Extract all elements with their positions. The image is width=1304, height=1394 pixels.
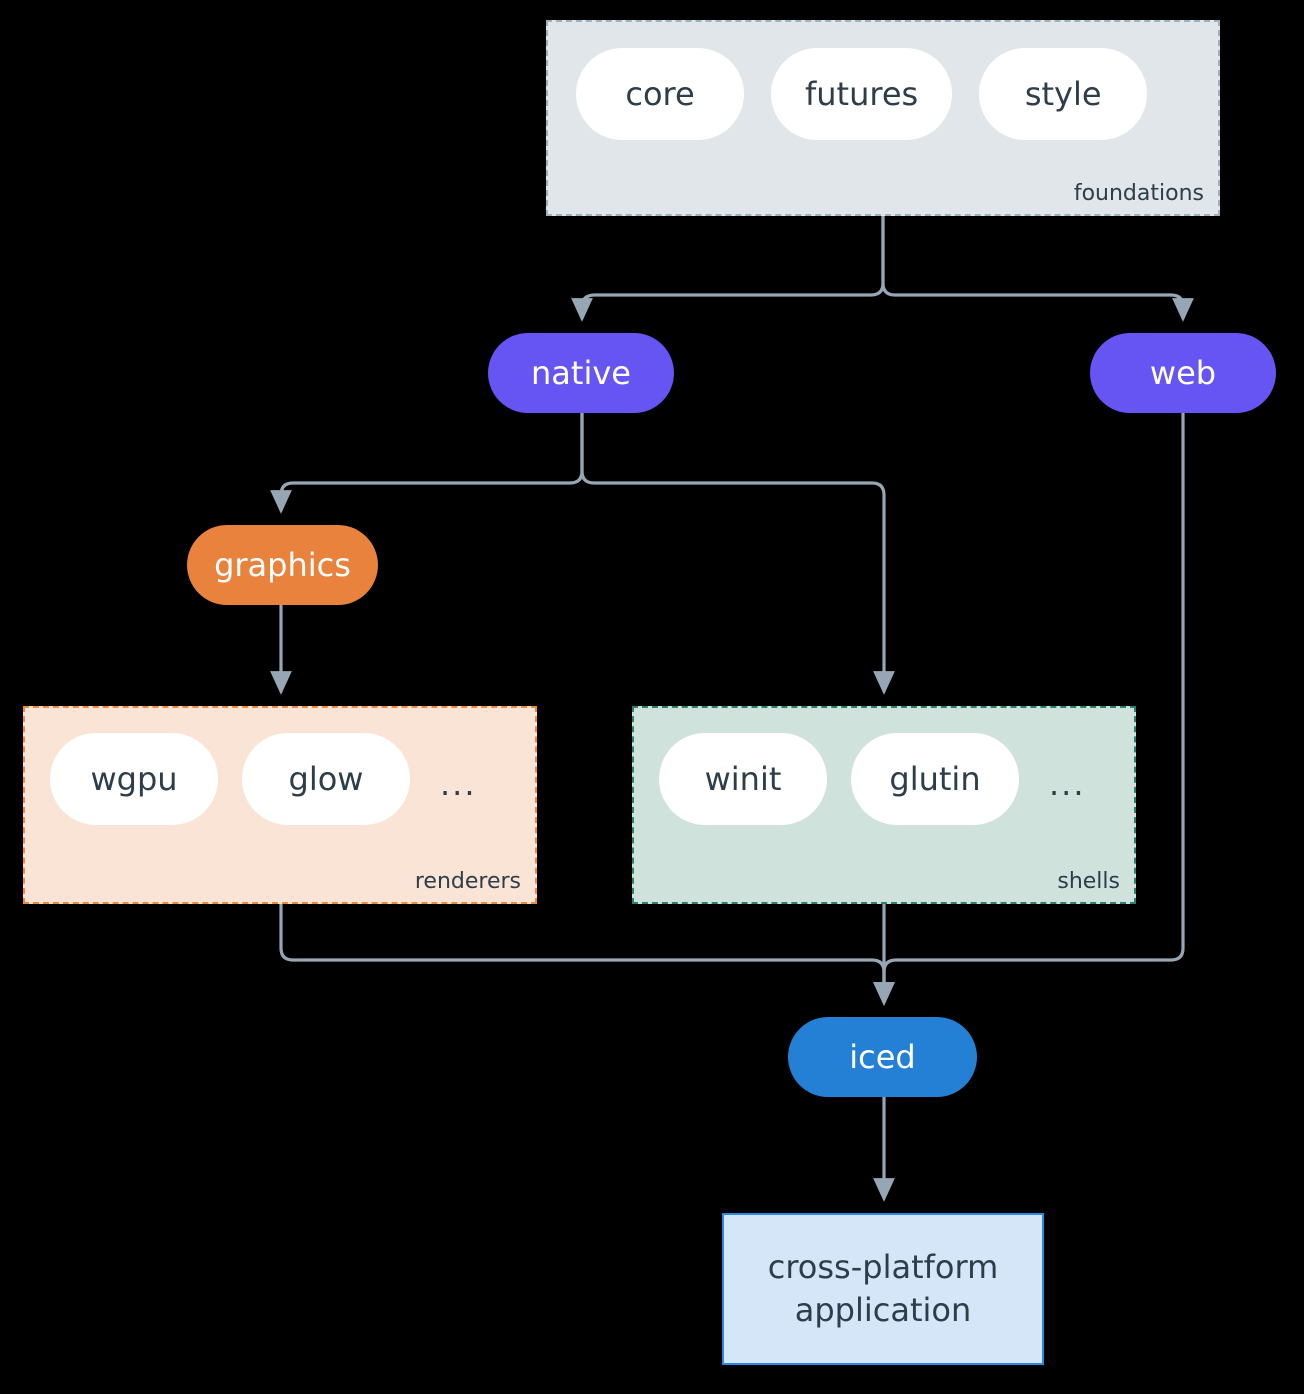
cluster-shells: winit glutin ... shells xyxy=(632,706,1136,904)
renderers-chip-row: wgpu glow ... xyxy=(50,733,483,825)
foundations-chip-row: core futures style xyxy=(576,48,1148,140)
edge-native-shells xyxy=(580,411,895,695)
node-graphics[interactable]: graphics xyxy=(187,525,378,605)
chip-core[interactable]: core xyxy=(576,48,744,140)
cluster-label-renderers: renderers xyxy=(414,869,521,894)
chip-winit[interactable]: winit xyxy=(659,733,827,825)
edge-native-graphics xyxy=(270,411,584,514)
shells-ellipsis: ... xyxy=(1049,765,1086,803)
cluster-label-foundations: foundations xyxy=(1073,181,1204,206)
cluster-renderers: wgpu glow ... renderers xyxy=(23,706,537,904)
chip-wgpu[interactable]: wgpu xyxy=(50,733,218,825)
node-iced[interactable]: iced xyxy=(788,1017,977,1097)
node-web[interactable]: web xyxy=(1090,333,1276,413)
cluster-label-shells: shells xyxy=(1057,869,1120,894)
node-native[interactable]: native xyxy=(488,333,674,413)
edge-renderers-iced xyxy=(279,902,895,1006)
chip-futures[interactable]: futures xyxy=(771,48,953,140)
application-label-line2: application xyxy=(794,1291,972,1329)
chip-glutin[interactable]: glutin xyxy=(851,733,1019,825)
chip-glow[interactable]: glow xyxy=(242,733,410,825)
renderers-ellipsis: ... xyxy=(440,765,477,803)
cluster-foundations: core futures style foundations xyxy=(546,20,1220,216)
shells-chip-row: winit glutin ... xyxy=(659,733,1092,825)
chip-style[interactable]: style xyxy=(979,48,1148,140)
edge-foundations-native xyxy=(571,214,885,322)
edge-foundations-web xyxy=(881,214,1194,322)
application-label-line1: cross-platform xyxy=(767,1247,999,1286)
node-cross-platform-application[interactable]: cross-platform application xyxy=(722,1213,1044,1365)
